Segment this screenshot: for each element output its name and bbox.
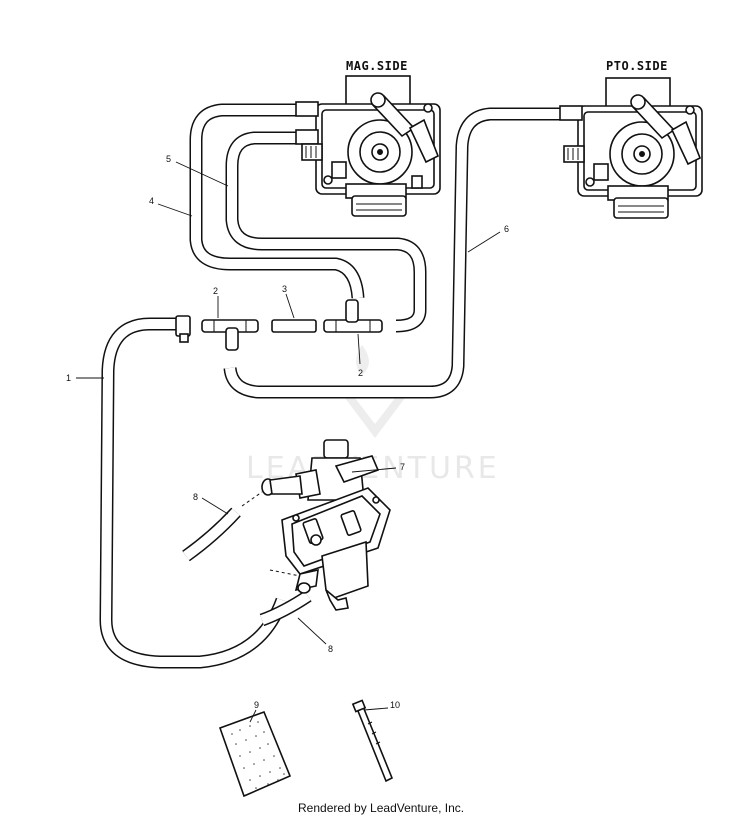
hose-1 [99,317,289,669]
foam-pad [218,710,292,798]
callout-5: 5 [166,154,171,164]
callout-10: 10 [390,700,400,710]
carburetor-mag-side [295,75,441,217]
hose-8-upper [182,507,241,562]
hose-8-lower [259,590,312,627]
callout-2-right: 2 [358,368,363,378]
mag-side-label: MAG.SIDE [346,59,408,73]
leader-lines [76,161,501,723]
callout-8-lower: 8 [328,644,333,654]
callout-9: 9 [254,700,259,710]
callout-7: 7 [400,462,405,472]
pto-side-label: PTO.SIDE [606,59,668,73]
connector-tube-3 [271,319,317,333]
fuel-pump [261,439,391,611]
callout-4: 4 [149,196,154,206]
hose-6 [223,107,560,399]
cable-tie [351,699,394,783]
credit-text: Rendered by LeadVenture, Inc. [298,801,464,815]
assembly-line-upper [241,491,263,507]
callout-6: 6 [504,224,509,234]
callout-8-upper: 8 [193,492,198,502]
hose-5 [225,131,427,333]
callout-2-left: 2 [213,286,218,296]
hose-4 [189,103,365,299]
callout-3: 3 [282,284,287,294]
assembly-line-lower [269,569,301,577]
tee-fitting-left [175,315,259,351]
carburetor-pto-side [559,77,703,219]
callout-1: 1 [66,373,71,383]
tee-fitting-right [323,299,383,333]
